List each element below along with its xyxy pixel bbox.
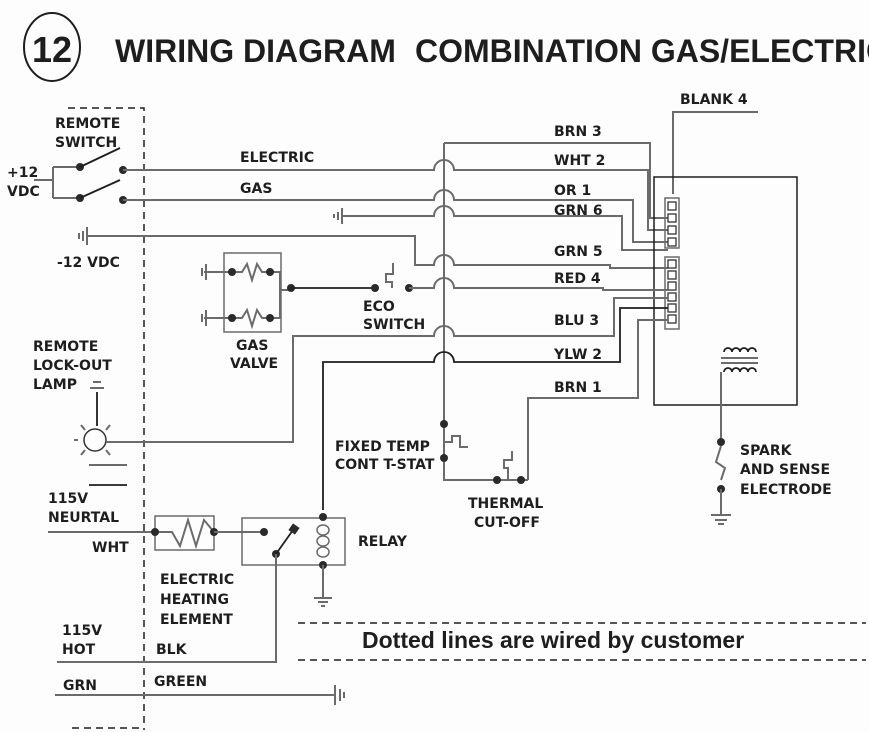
- label-grn5: GRN 5: [554, 244, 603, 260]
- label-blu3: BLU 3: [554, 313, 599, 329]
- gas-wire-label: GAS: [240, 181, 272, 197]
- blank4-wire: [672, 111, 758, 194]
- grn6-wire: [342, 205, 668, 251]
- blu3-wire: [292, 297, 668, 440]
- remote-switch[interactable]: [34, 147, 127, 204]
- diagram-number: 12: [32, 29, 72, 70]
- label-brn1: BRN 1: [554, 380, 602, 396]
- green-wire-label: GREEN: [154, 674, 207, 690]
- fixed-temp-label-2: CONT T-STAT: [335, 457, 435, 473]
- label-wht2: WHT 2: [554, 153, 605, 169]
- gas-valve-label-2: VALVE: [230, 356, 278, 372]
- relay: [241, 513, 346, 569]
- customer-boundary-dashed: [68, 107, 145, 730]
- red4-wire: [409, 277, 668, 291]
- hot-blk-wire: [57, 554, 277, 663]
- heating-element-label-2: HEATING: [160, 592, 229, 608]
- plus12-label-1: +12: [7, 165, 38, 181]
- label-blank4: BLANK 4: [680, 92, 748, 108]
- fixed-temp-thermostat: [440, 420, 468, 462]
- relay-label: RELAY: [358, 534, 408, 550]
- eco-switch: [371, 263, 413, 292]
- ground-symbol-grn6: [333, 208, 343, 224]
- eco-switch-label-1: ECO: [363, 299, 395, 315]
- brn1-wire: [527, 319, 668, 480]
- label-or1: OR 1: [554, 183, 591, 199]
- lockout-lamp-label-2: LOCK-OUT: [33, 358, 112, 374]
- spark-label-2: AND SENSE: [740, 462, 830, 478]
- hot-label-2: HOT: [62, 642, 96, 658]
- diagram-number-circle: [23, 12, 81, 82]
- label-grn6: GRN 6: [554, 203, 603, 219]
- electric-wire-label: ELECTRIC: [240, 150, 314, 166]
- label-red4: RED 4: [554, 271, 601, 287]
- thermal-cutoff: [493, 451, 525, 484]
- connector-4-pin: [664, 197, 680, 249]
- hot-label-1: 115V: [62, 623, 102, 639]
- label-ylw2: YLW 2: [553, 347, 602, 363]
- electric-wire-wht2: [123, 159, 668, 231]
- remote-switch-label-1: REMOTE: [55, 116, 120, 132]
- transformer-icon: [721, 347, 758, 373]
- connector-6-pin: [664, 256, 680, 330]
- heating-element-label-3: ELEMENT: [160, 612, 233, 628]
- heating-element: [151, 515, 218, 551]
- lockout-lamp-label-3: LAMP: [33, 377, 77, 393]
- plus12-label-2: VDC: [7, 184, 40, 200]
- grn-label: GRN: [63, 678, 97, 694]
- spark-electrode: [714, 438, 727, 514]
- ground-symbol-spark: [711, 514, 731, 525]
- heating-element-label-1: ELECTRIC: [160, 572, 234, 588]
- thermal-label-2: CUT-OFF: [474, 515, 540, 531]
- blk-wire-label: BLK: [156, 642, 188, 658]
- gas-wire-or1: [123, 189, 668, 243]
- fixed-temp-label-1: FIXED TEMP: [335, 439, 430, 455]
- thermal-label-1: THERMAL: [468, 496, 543, 512]
- gas-valve-coils: [201, 261, 295, 330]
- label-brn3: BRN 3: [554, 124, 602, 140]
- remote-switch-label-2: SWITCH: [55, 135, 117, 151]
- ignition-control-board: [653, 176, 798, 406]
- eco-switch-label-2: SWITCH: [363, 317, 425, 333]
- lockout-lamp-label-1: REMOTE: [33, 339, 98, 355]
- spark-label-1: SPARK: [740, 443, 793, 459]
- wht-label: WHT: [92, 540, 129, 556]
- lockout-lamp-icon[interactable]: [74, 381, 127, 486]
- ground-symbol-green: [334, 685, 345, 705]
- ylw2-wire: [322, 307, 668, 510]
- customer-wiring-note: Dotted lines are wired by customer: [362, 627, 744, 653]
- neutral-label-1: 115V: [48, 491, 88, 507]
- title-combination: COMBINATION GAS/ELECTRIC: [415, 33, 869, 69]
- ground-symbol-relay: [314, 565, 332, 607]
- neutral-label-2: NEURTAL: [48, 510, 119, 526]
- minus12-label: -12 VDC: [57, 255, 120, 271]
- title-wiring-diagram: WIRING DIAGRAM: [115, 33, 396, 69]
- gas-valve-label-1: GAS: [236, 338, 268, 354]
- spark-label-3: ELECTRODE: [740, 482, 832, 498]
- lamp-to-blu3-wire: [106, 440, 294, 443]
- ground-symbol-minus12: [78, 227, 88, 245]
